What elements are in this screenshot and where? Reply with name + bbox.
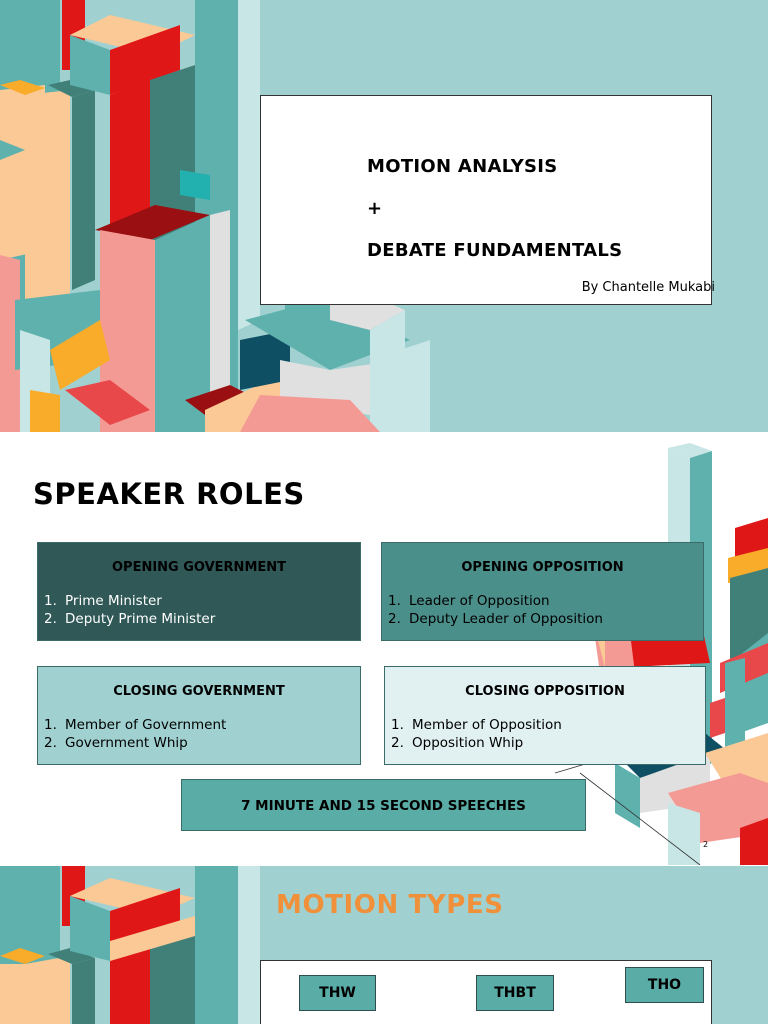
slide-title[interactable]: MOTION ANALYSIS + DEBATE FUNDAMENTALS By… bbox=[0, 0, 768, 432]
team-card-opening-opposition: OPENING OPPOSITION 1.Leader of Oppositio… bbox=[381, 542, 704, 641]
team-card-opening-government: OPENING GOVERNMENT 1.Prime Minister 2.De… bbox=[37, 542, 361, 641]
team-name: OPENING GOVERNMENT bbox=[111, 560, 287, 575]
motion-type-thbt[interactable]: THBT bbox=[476, 975, 554, 1011]
page-number: 2 bbox=[703, 840, 709, 849]
role-item: 1.Member of Government bbox=[44, 717, 227, 733]
slide-speaker-roles[interactable]: SPEAKER ROLES OPENING GOVERNMENT 1.Prime… bbox=[0, 433, 768, 865]
title-line-3: DEBATE FUNDAMENTALS bbox=[367, 240, 623, 261]
role-item: 1.Leader of Opposition bbox=[388, 593, 550, 609]
role-item: 2.Deputy Prime Minister bbox=[44, 610, 216, 627]
role-item: 2.Deputy Leader of Opposition bbox=[388, 610, 603, 627]
slide-title-heading: SPEAKER ROLES bbox=[33, 477, 305, 511]
role-item: 1.Prime Minister bbox=[44, 593, 162, 609]
slide-title-heading: MOTION TYPES bbox=[276, 890, 504, 920]
role-item: 1.Member of Opposition bbox=[391, 717, 562, 733]
isometric-city-illustration bbox=[0, 866, 260, 1024]
team-card-closing-government: CLOSING GOVERNMENT 1.Member of Governmen… bbox=[37, 666, 361, 765]
role-item: 2.Opposition Whip bbox=[391, 734, 524, 751]
team-card-closing-opposition: CLOSING OPPOSITION 1.Member of Oppositio… bbox=[384, 666, 706, 765]
team-name: OPENING OPPOSITION bbox=[461, 560, 624, 575]
motion-type-tho[interactable]: THO bbox=[625, 967, 704, 1003]
speech-length-banner: 7 MINUTE AND 15 SECOND SPEECHES bbox=[181, 779, 586, 831]
title-line-1: MOTION ANALYSIS bbox=[367, 156, 558, 177]
role-item: 2.Government Whip bbox=[44, 734, 188, 751]
author-byline: By Chantelle Mukabi bbox=[581, 280, 715, 295]
motion-type-thw[interactable]: THW bbox=[299, 975, 376, 1011]
team-name: CLOSING OPPOSITION bbox=[465, 684, 625, 699]
title-line-2: + bbox=[367, 198, 383, 219]
title-card: MOTION ANALYSIS + DEBATE FUNDAMENTALS By… bbox=[260, 95, 715, 305]
slide-motion-types[interactable]: MOTION TYPES THW THBT THO bbox=[0, 866, 768, 1024]
team-name: CLOSING GOVERNMENT bbox=[113, 684, 285, 699]
